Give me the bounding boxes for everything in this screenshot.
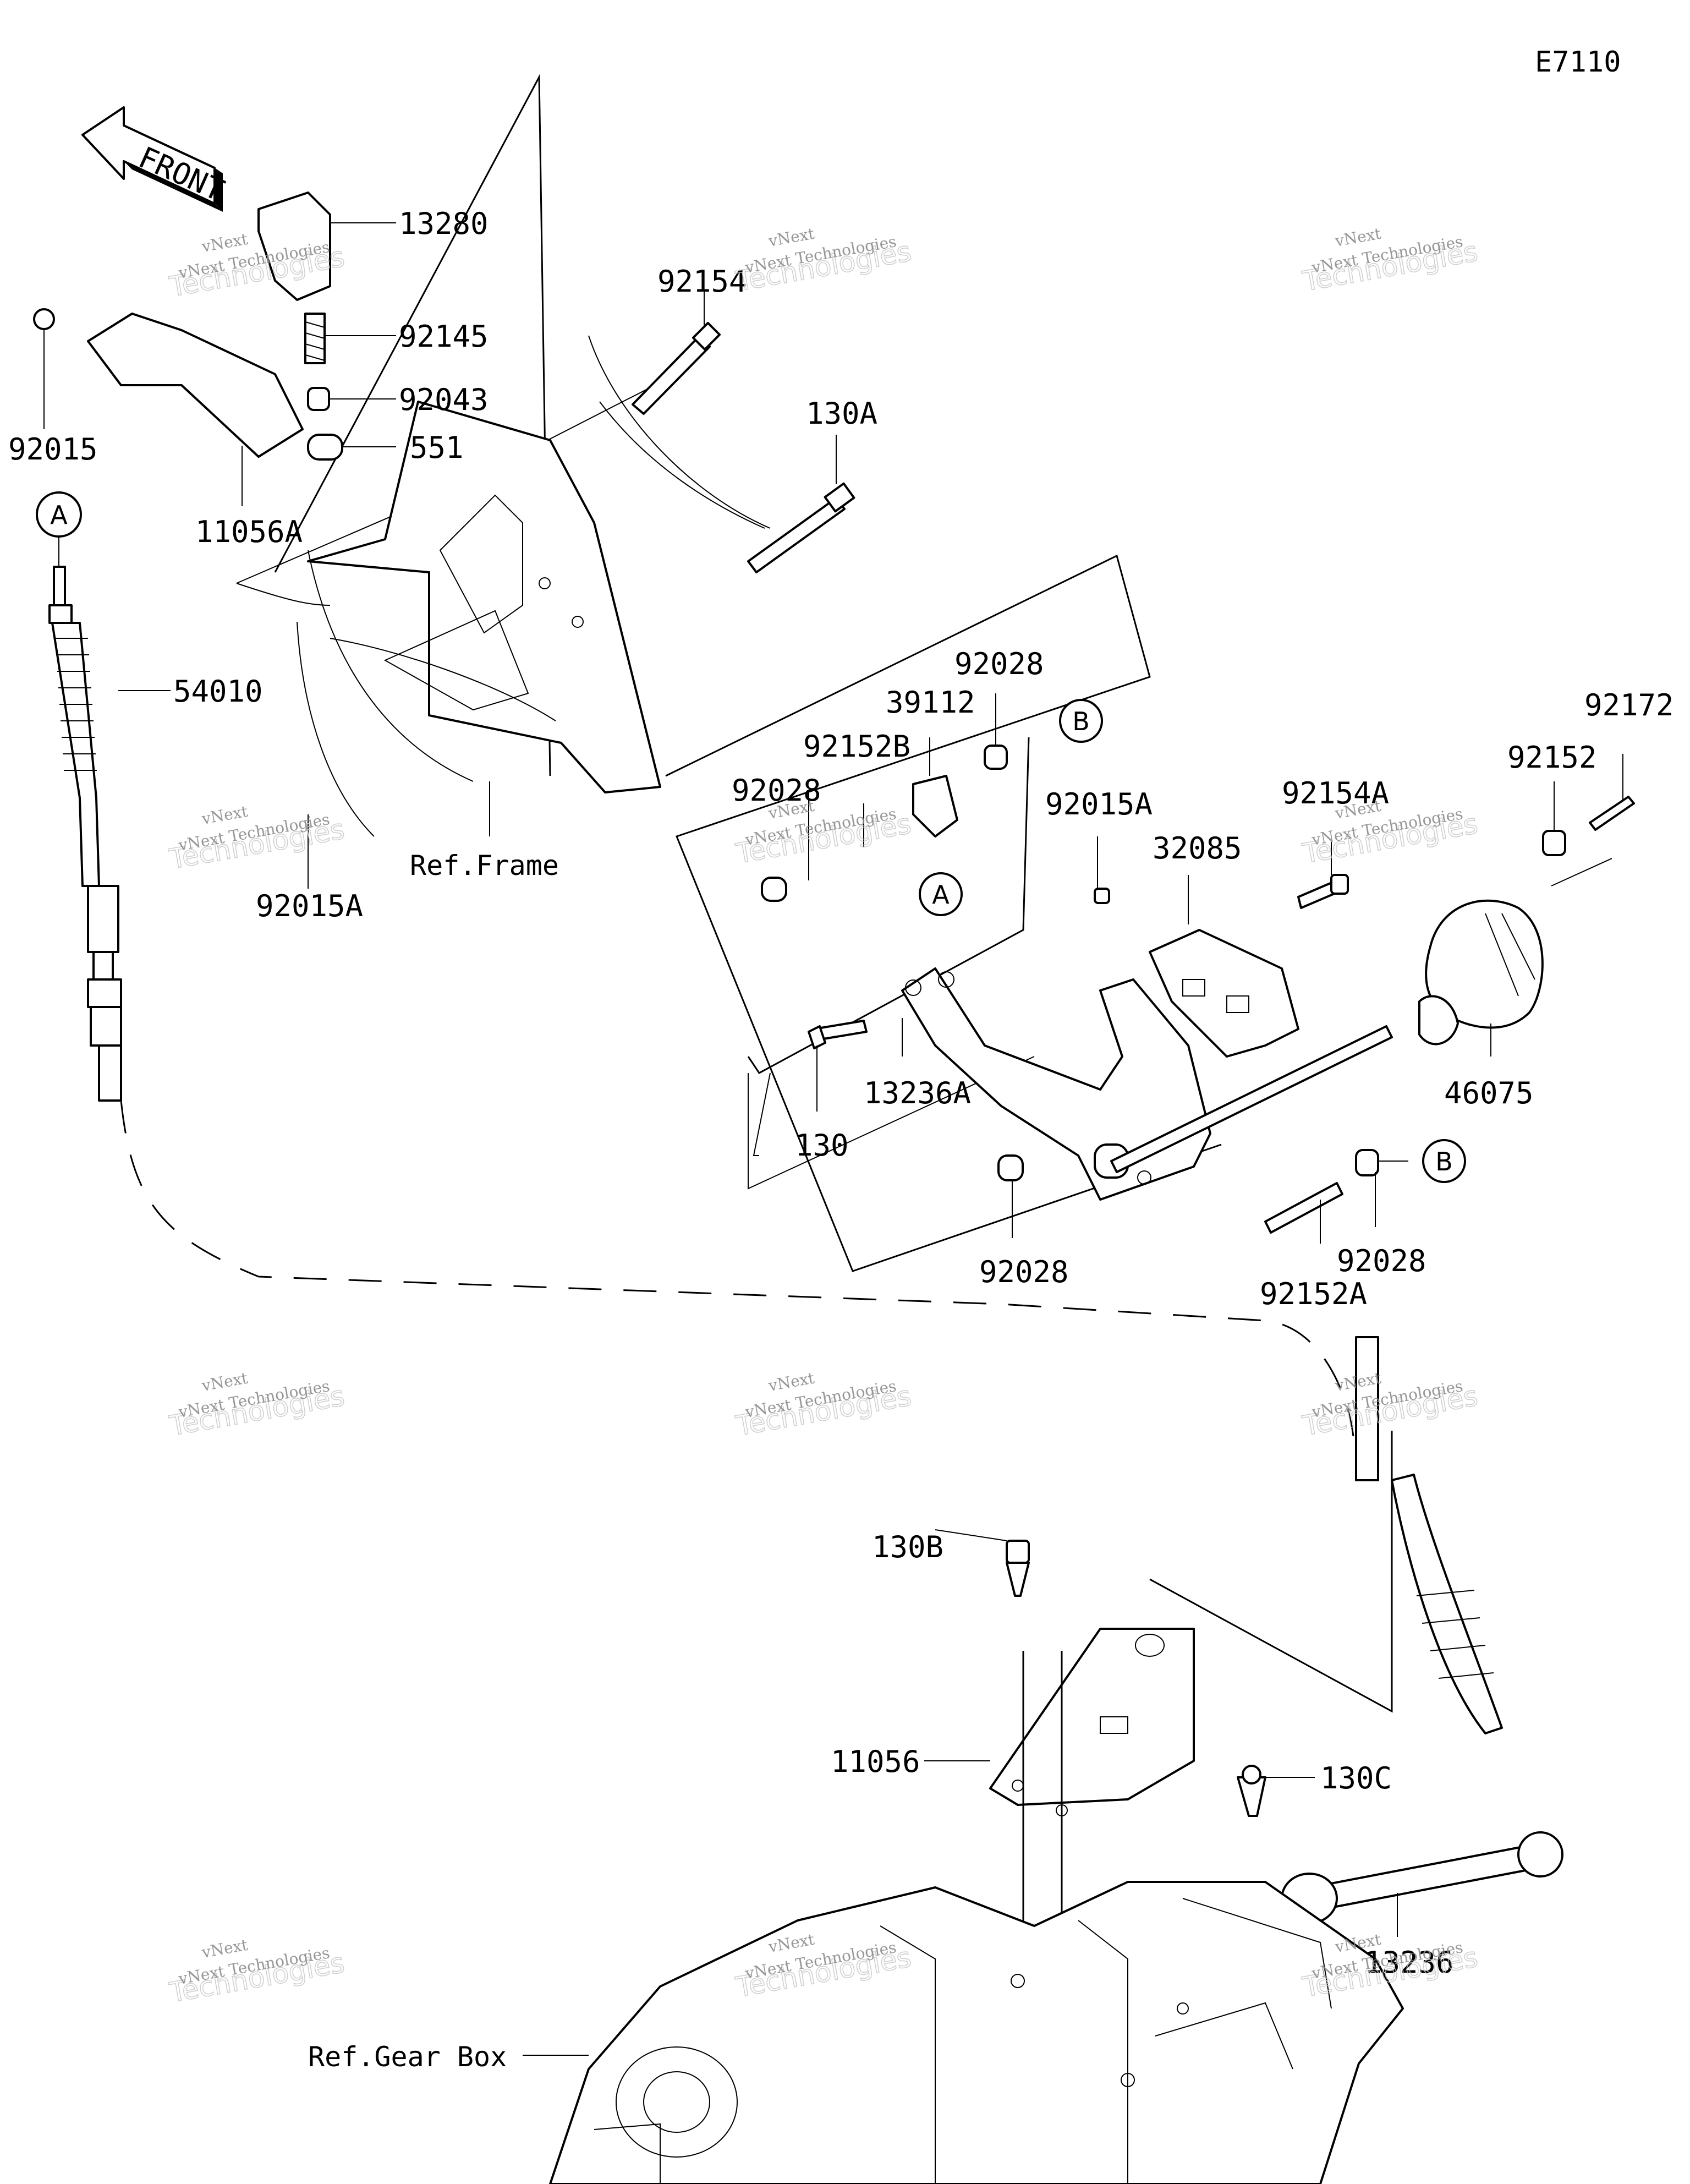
part-label-92028-bottom: 92028 [979, 1255, 1069, 1289]
watermarks: Technologies vNext vNext Technologies Te… [166, 225, 1480, 2010]
part-label-92043: 92043 [399, 382, 489, 417]
lower-leaders [308, 781, 1398, 2056]
callout-a-circle-mid [919, 872, 963, 916]
ref-frame-label: Ref.Frame [410, 850, 559, 882]
part-label-551: 551 [410, 430, 464, 465]
part-label-92152: 92152 [1507, 740, 1597, 775]
part-label-92028-left: 92028 [732, 773, 821, 808]
part-label-13280: 13280 [399, 206, 489, 241]
part-label-92154a: 92154A [1282, 776, 1389, 811]
front-arrow-label: FRONT [134, 140, 229, 208]
svg-text:vNext: vNext [200, 230, 249, 256]
part-label-92028-right: 92028 [1337, 1244, 1426, 1278]
part-label-130: 130 [795, 1128, 849, 1163]
part-label-39112: 39112 [886, 685, 975, 720]
lever-13236a [901, 967, 1393, 1201]
callout-a-letter-mid: A [932, 880, 950, 910]
callout-b-letter-right: B [1435, 1147, 1453, 1176]
svg-text:vNext: vNext [1333, 225, 1382, 250]
callout-b-circle-right [1422, 1139, 1466, 1183]
gear-box [549, 1881, 1404, 2184]
block-32085 [1149, 929, 1299, 1058]
knob-46075 [1418, 899, 1544, 1046]
lever-assembly-outline [665, 554, 1222, 1272]
part-label-32085: 32085 [1153, 831, 1242, 866]
diagram-code: E7110 [1535, 46, 1621, 79]
part-label-92015a-left: 92015A [256, 889, 363, 923]
part-label-92028-top: 92028 [954, 647, 1044, 681]
mid-leaders [808, 693, 1623, 1244]
part-label-46075: 46075 [1444, 1076, 1534, 1110]
callout-a-letter-left: A [50, 500, 68, 530]
part-label-130a: 130A [806, 396, 877, 431]
svg-text:vNext: vNext [200, 1369, 249, 1395]
small-parts [761, 745, 1635, 1234]
upper-left-leaders [43, 222, 837, 506]
ref-gear-box-label: Ref.Gear Box [308, 2041, 507, 2073]
part-label-130c: 130C [1320, 1761, 1392, 1796]
part-label-130b: 130B [872, 1530, 943, 1564]
part-label-54010: 54010 [173, 674, 263, 709]
part-label-92145: 92145 [399, 319, 489, 354]
cable-54010 [36, 491, 1354, 1437]
part-label-11056a: 11056A [195, 514, 303, 549]
callout-b-circle-top [1059, 699, 1103, 743]
part-label-92152b: 92152B [803, 729, 910, 764]
part-label-92172: 92172 [1584, 688, 1674, 722]
part-label-92154: 92154 [657, 264, 747, 299]
frame-assembly [236, 74, 771, 837]
svg-text:vNext: vNext [766, 225, 816, 250]
part-label-92152a: 92152A [1260, 1277, 1367, 1311]
front-arrow-icon: FRONT [81, 106, 229, 212]
callout-b-letter-top: B [1072, 707, 1090, 736]
spring-stack [33, 191, 343, 461]
part-label-13236: 13236 [1364, 1945, 1454, 1980]
part-label-92015: 92015 [8, 432, 98, 467]
bolts-upper [632, 321, 855, 573]
lower-assembly [989, 1336, 1563, 1959]
svg-text:vNext: vNext [200, 1936, 249, 1962]
part-label-13236a: 13236A [864, 1076, 971, 1110]
svg-text:vNext: vNext [766, 1369, 816, 1395]
part-label-11056: 11056 [831, 1744, 920, 1779]
part-label-92015a-mid: 92015A [1045, 787, 1153, 822]
svg-text:vNext: vNext [200, 802, 249, 828]
